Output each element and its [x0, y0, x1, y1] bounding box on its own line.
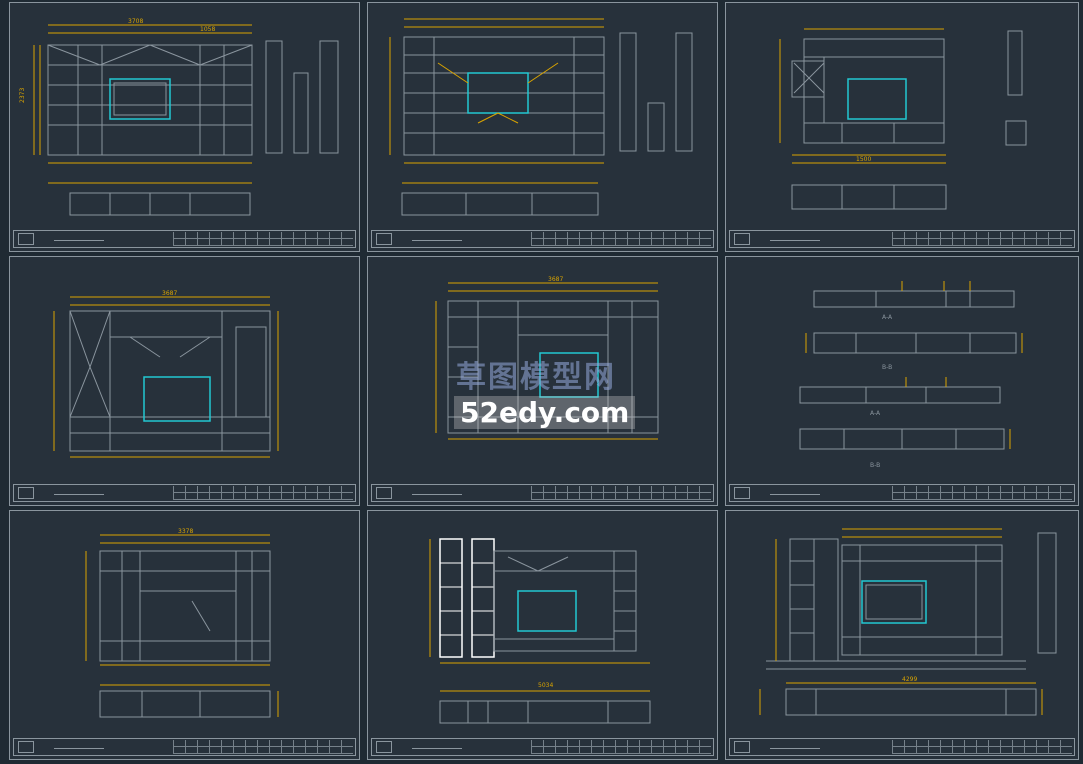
drawing-sheet-8: 5034	[367, 510, 718, 760]
drawing-sheet-5: 3687	[367, 256, 718, 506]
title-block	[371, 230, 714, 248]
title-block	[729, 484, 1075, 502]
dimension-label: 2373	[19, 88, 26, 103]
elevation-drawing: 1500	[779, 28, 1027, 210]
elevation-drawing: 4299	[759, 528, 1057, 716]
drawing-sheet-3: 1500	[725, 2, 1079, 252]
drawing-sheet-2	[367, 2, 718, 252]
dimension-label: 4299	[902, 676, 917, 683]
title-block	[371, 484, 714, 502]
elevation-drawing	[389, 18, 693, 216]
title-block	[13, 230, 356, 248]
drawing-sheet-1: 3708 1058 2373	[9, 2, 360, 252]
dimension-label: 5034	[538, 682, 553, 689]
section-label: A-A	[870, 410, 881, 417]
dimension-label: 3687	[548, 276, 563, 283]
section-label: B-B	[870, 462, 880, 469]
dimension-label: 1058	[200, 26, 215, 33]
dimension-label: 3687	[162, 290, 177, 297]
drawing-sheet-4: 3687	[9, 256, 360, 506]
dimension-label: 3708	[128, 18, 143, 25]
elevation-drawing: 3378	[85, 528, 279, 718]
elevation-drawing: 3687	[53, 290, 279, 458]
drawing-sheet-7: 3378	[9, 510, 360, 760]
title-block	[371, 738, 714, 756]
title-block	[729, 738, 1075, 756]
elevation-drawing: 3708 1058 2373	[19, 18, 339, 216]
elevation-drawing: 3687	[435, 276, 659, 440]
section-label: B-B	[882, 364, 892, 371]
title-block	[13, 738, 356, 756]
elevation-drawing: 5034	[429, 538, 651, 724]
title-block	[13, 484, 356, 502]
drawing-sheet-9: 4299	[725, 510, 1079, 760]
dimension-label: 1500	[856, 156, 871, 163]
title-block	[729, 230, 1075, 248]
section-drawing: A-A B-B A-A B-B	[799, 281, 1023, 469]
section-label: A-A	[882, 314, 893, 321]
drawing-sheet-6: A-A B-B A-A B-B	[725, 256, 1079, 506]
dimension-label: 3378	[178, 528, 193, 535]
